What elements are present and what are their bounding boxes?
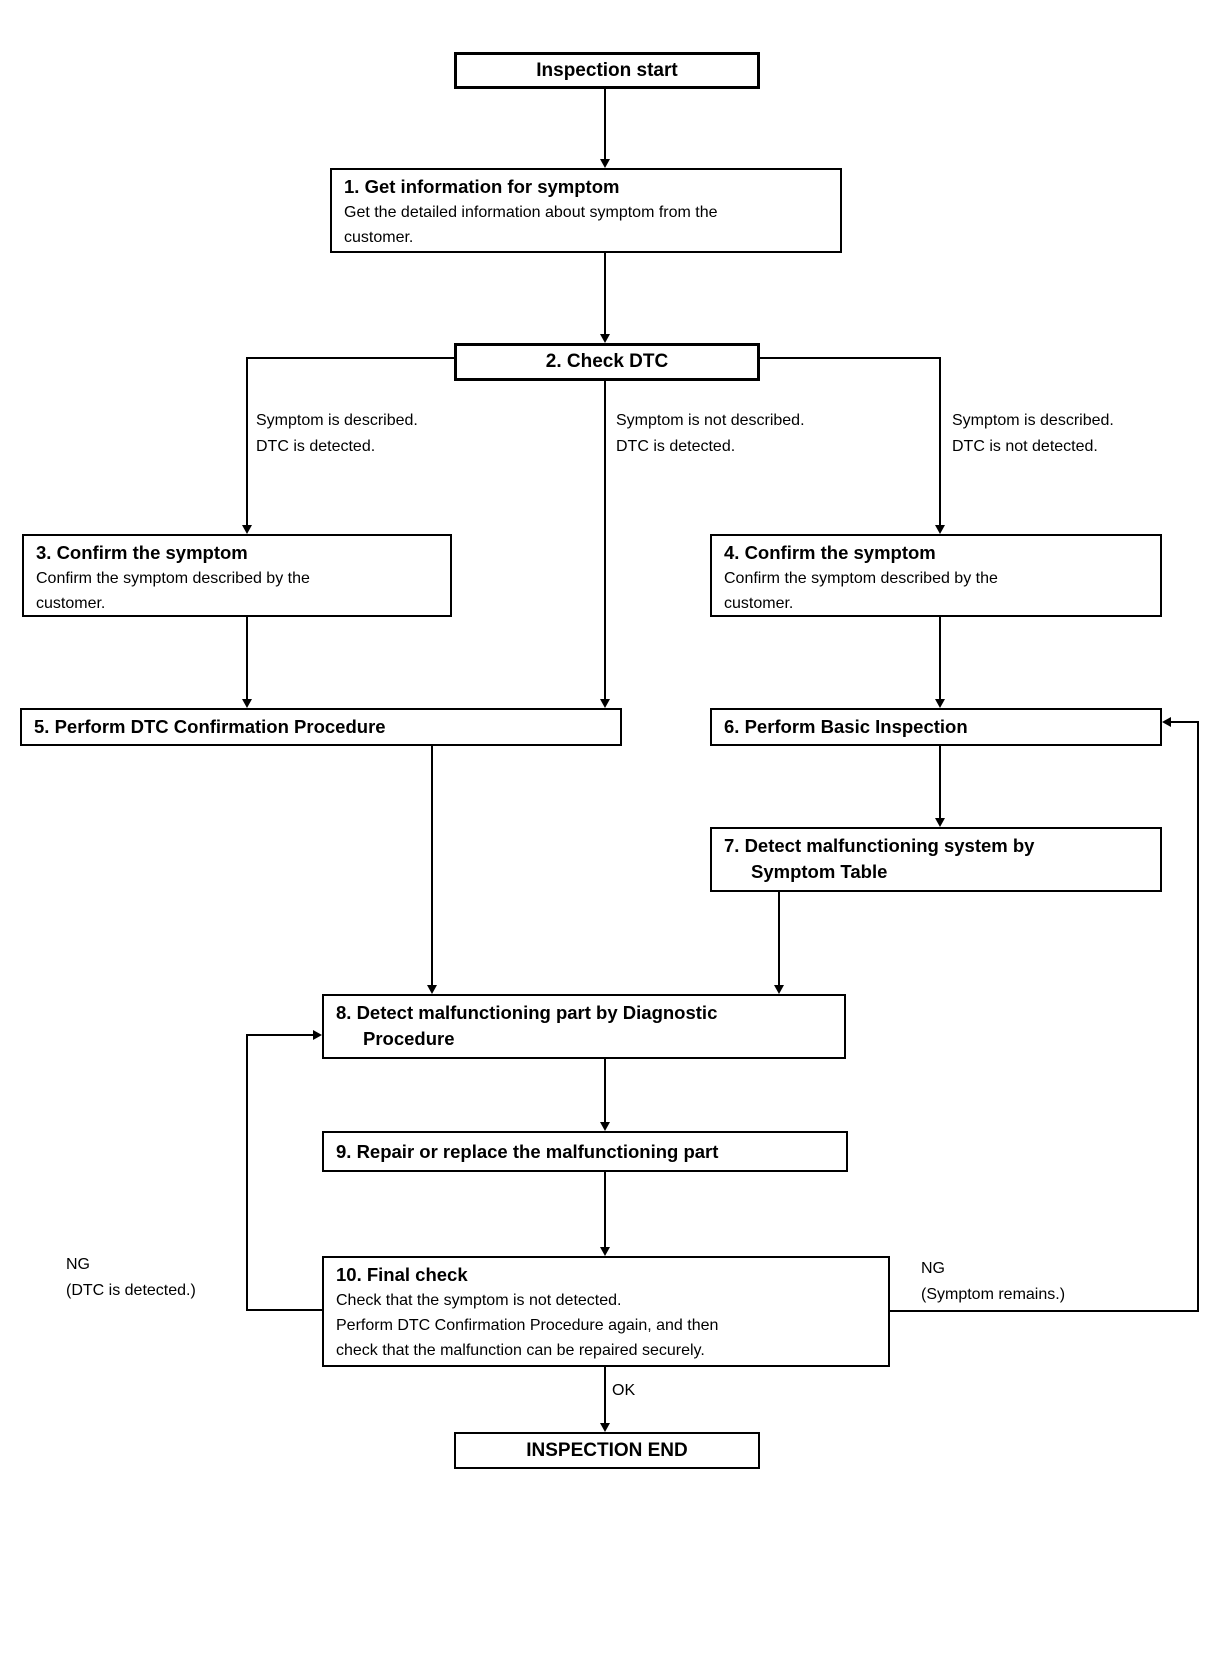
step-4-box: 4. Confirm the symptom Confirm the sympt… (710, 534, 1162, 617)
step-3-box: 3. Confirm the symptom Confirm the sympt… (22, 534, 452, 617)
connector-step5-step8 (431, 746, 433, 987)
connector-step8-step9 (604, 1059, 606, 1124)
step-1-body-line: customer. (344, 229, 414, 246)
connector-ng-right-loop (1170, 721, 1198, 723)
connector-ng-right-loop (888, 1310, 1199, 1312)
arrowhead-down-icon (242, 699, 252, 708)
step-9-box: 9. Repair or replace the malfunctioning … (322, 1131, 848, 1172)
step-8-box: 8. Detect malfunctioning part by Diagnos… (322, 994, 846, 1059)
start-label: Inspection start (536, 59, 678, 81)
step-5-box: 5. Perform DTC Confirmation Procedure (20, 708, 622, 746)
branch-label-middle: Symptom is not described. DTC is detecte… (616, 412, 805, 455)
connector-ng-left-loop (246, 1309, 322, 1311)
arrowhead-down-icon (600, 1423, 610, 1432)
step-1-body-line: Get the detailed information about sympt… (344, 204, 718, 221)
step-4-body-line: customer. (724, 595, 794, 612)
step-1-box: 1. Get information for symptom Get the d… (330, 168, 842, 253)
connector-step2-right (939, 357, 941, 526)
step-5-title: 5. Perform DTC Confirmation Procedure (34, 716, 386, 737)
connector-step9-step10 (604, 1172, 606, 1249)
step-9-title: 9. Repair or replace the malfunctioning … (336, 1140, 719, 1162)
step-1-title: 1. Get information for symptom (344, 176, 620, 197)
step-4-body-line: Confirm the symptom described by the (724, 570, 998, 587)
start-node: Inspection start (454, 52, 760, 89)
ng-right-label: NG (Symptom remains.) (921, 1260, 1066, 1303)
step-10-body-line: Perform DTC Confirmation Procedure again… (336, 1317, 719, 1334)
connector-ng-left-loop (248, 1034, 314, 1036)
connector-step2-middle (604, 381, 606, 700)
arrowhead-down-icon (600, 159, 610, 168)
connector-step4-step6 (939, 617, 941, 700)
step-10-title: 10. Final check (336, 1264, 468, 1285)
connector-start-step1 (604, 89, 606, 160)
arrowhead-down-icon (600, 1247, 610, 1256)
step-7-title: 7. Detect malfunctioning system by (724, 835, 1035, 856)
step-7-title: Symptom Table (751, 861, 888, 882)
connector-ng-left-loop (246, 1034, 248, 1311)
step-3-title: 3. Confirm the symptom (36, 542, 248, 563)
step-3-body-line: Confirm the symptom described by the (36, 570, 310, 587)
branch-label-left: Symptom is described. DTC is detected. (256, 412, 418, 455)
arrowhead-left-icon (1162, 717, 1171, 727)
arrowhead-down-icon (935, 525, 945, 534)
connector-step6-step7 (939, 746, 941, 820)
arrowhead-down-icon (600, 699, 610, 708)
step-3-body-line: customer. (36, 595, 106, 612)
step-8-title: Procedure (363, 1028, 455, 1049)
connector-step2-left (246, 357, 248, 526)
arrowhead-down-icon (242, 525, 252, 534)
connector-step7-step8 (778, 892, 780, 987)
step-10-box: 10. Final check Check that the symptom i… (322, 1256, 890, 1367)
step-10-body-line: check that the malfunction can be repair… (336, 1342, 705, 1359)
arrowhead-down-icon (935, 818, 945, 827)
step-4-title: 4. Confirm the symptom (724, 542, 936, 563)
step-7-box: 7. Detect malfunctioning system by Sympt… (710, 827, 1162, 892)
branch-label-right: Symptom is described. DTC is not detecte… (952, 412, 1114, 455)
ok-label: OK (612, 1382, 636, 1399)
connector-step3-step5 (246, 617, 248, 700)
arrowhead-down-icon (427, 985, 437, 994)
connector-step2-left (246, 357, 456, 359)
connector-step2-right (758, 357, 941, 359)
end-label: INSPECTION END (526, 1439, 688, 1461)
connector-ng-right-loop (1197, 721, 1199, 1312)
step-8-title: 8. Detect malfunctioning part by Diagnos… (336, 1002, 718, 1023)
step-2-box: 2. Check DTC (454, 343, 760, 381)
arrowhead-right-icon (313, 1030, 322, 1040)
step-6-title: 6. Perform Basic Inspection (724, 716, 968, 737)
arrowhead-down-icon (774, 985, 784, 994)
connector-step1-step2 (604, 253, 606, 335)
arrowhead-down-icon (935, 699, 945, 708)
arrowhead-down-icon (600, 1122, 610, 1131)
arrowhead-down-icon (600, 334, 610, 343)
end-node: INSPECTION END (454, 1432, 760, 1469)
ng-left-label: NG (DTC is detected.) (66, 1256, 196, 1299)
step-2-title: 2. Check DTC (545, 351, 669, 372)
step-6-box: 6. Perform Basic Inspection (710, 708, 1162, 746)
step-10-body-line: Check that the symptom is not detected. (336, 1292, 622, 1309)
connector-step10-end (604, 1367, 606, 1425)
